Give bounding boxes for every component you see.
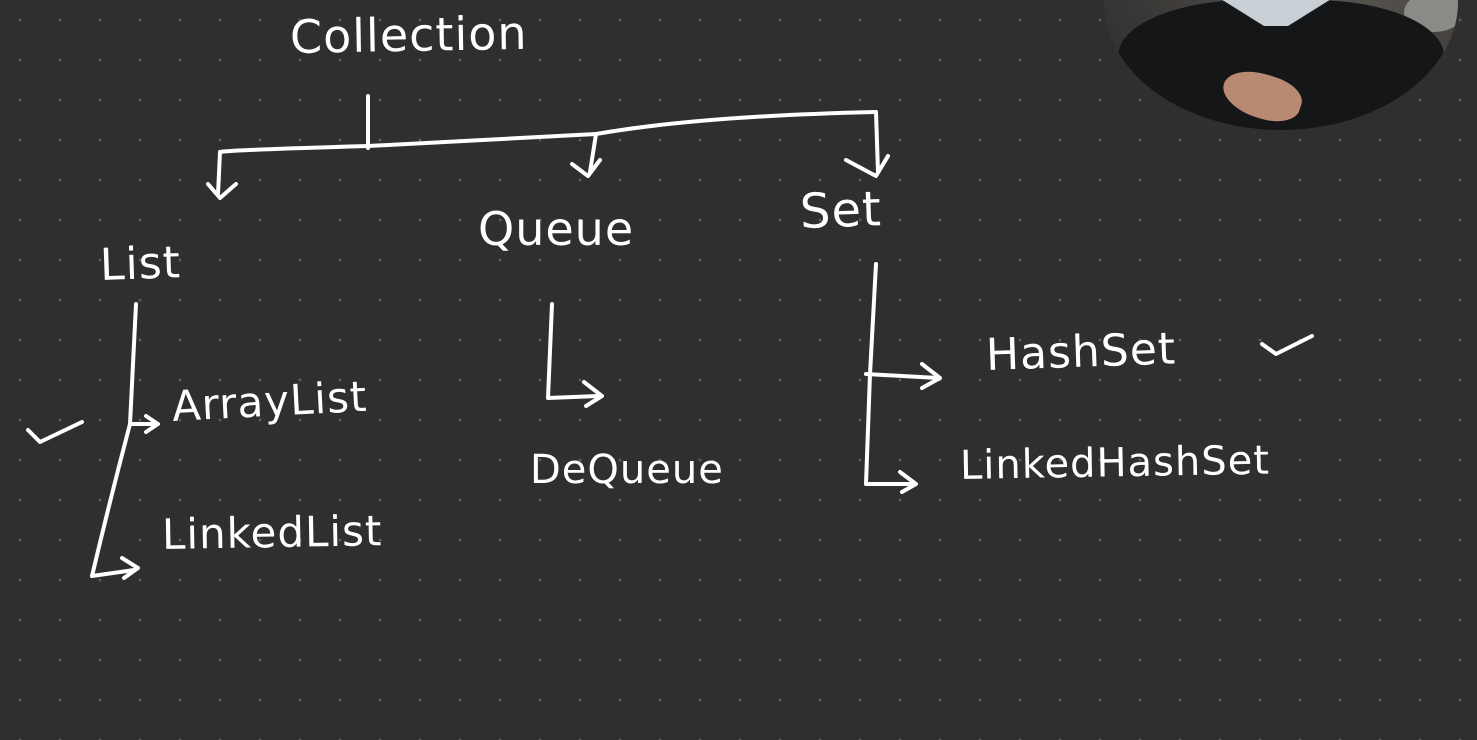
presenter-webcam-overlay [1104,0,1458,130]
arraylist-node-label: ArrayList [170,371,369,431]
arrow-to-queue [588,132,598,174]
set-node-label: Set [799,181,883,240]
list-to-linkedlist-head [120,556,140,580]
root-horizontal-bar [218,110,878,154]
dequeue-node-label: DeQueue [530,447,724,493]
linkedlist-node-label: LinkedList [161,506,383,559]
arrow-to-set-head [844,154,890,178]
set-to-hashset-connector [864,372,940,380]
queue-node-label: Queue [478,202,635,256]
arrow-to-queue-head [570,158,602,178]
collection-node-label: Collection [289,5,528,64]
list-node-label: List [99,237,182,291]
arraylist-check-mark [26,420,84,444]
list-trunk [90,302,138,578]
set-to-hashset-head [920,362,942,390]
hashset-check-mark [1260,334,1314,356]
hashset-node-label: HashSet [985,323,1177,381]
linkedhashset-node-label: LinkedHashSet [959,437,1271,489]
queue-to-dequeue-head [582,380,604,408]
set-to-linkedhashset-head [898,470,918,494]
arrow-to-list [216,150,222,196]
list-to-arraylist-head [144,414,160,434]
queue-trunk [546,302,600,400]
arrow-to-list-head [206,182,238,200]
arrow-to-set [874,110,880,174]
list-to-linkedlist-connector [90,568,136,578]
